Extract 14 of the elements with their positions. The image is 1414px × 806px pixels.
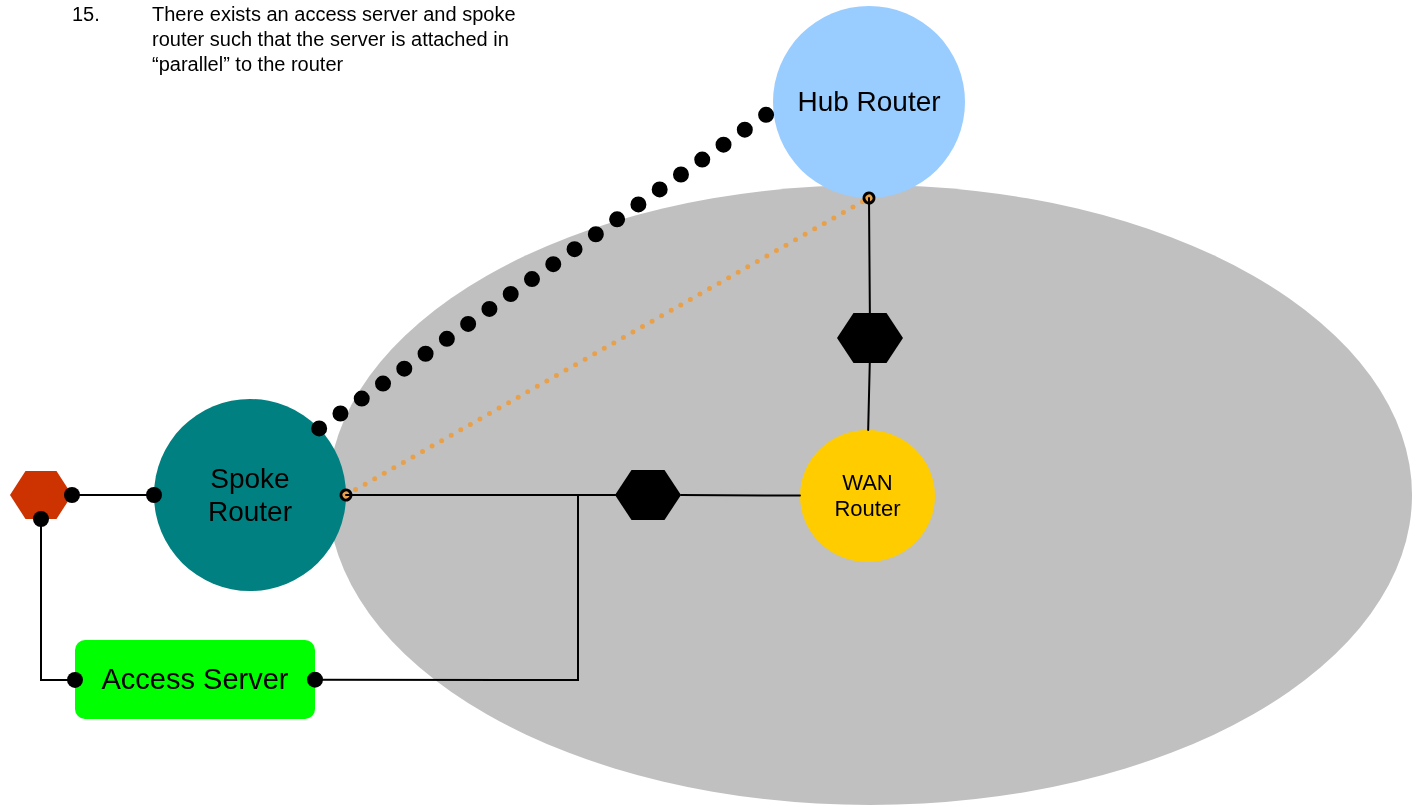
server-box — [75, 640, 315, 719]
connector-line — [64, 487, 162, 503]
node-label: Hub Router — [797, 85, 941, 119]
connector-line — [867, 362, 871, 431]
connector-line — [33, 511, 83, 688]
dotted-link — [339, 191, 876, 502]
node-label: Access Server — [101, 662, 289, 697]
node-label: Spoke Router — [206, 461, 293, 529]
item-number: 15. — [72, 2, 100, 27]
connector-line — [680, 494, 801, 497]
node-label: WAN Router — [833, 470, 902, 522]
connector-line — [345, 494, 616, 496]
connector-line — [868, 197, 871, 314]
note-text: There exists an access server and spoke router such that the server is attached in “parallel” to the router — [152, 2, 517, 77]
